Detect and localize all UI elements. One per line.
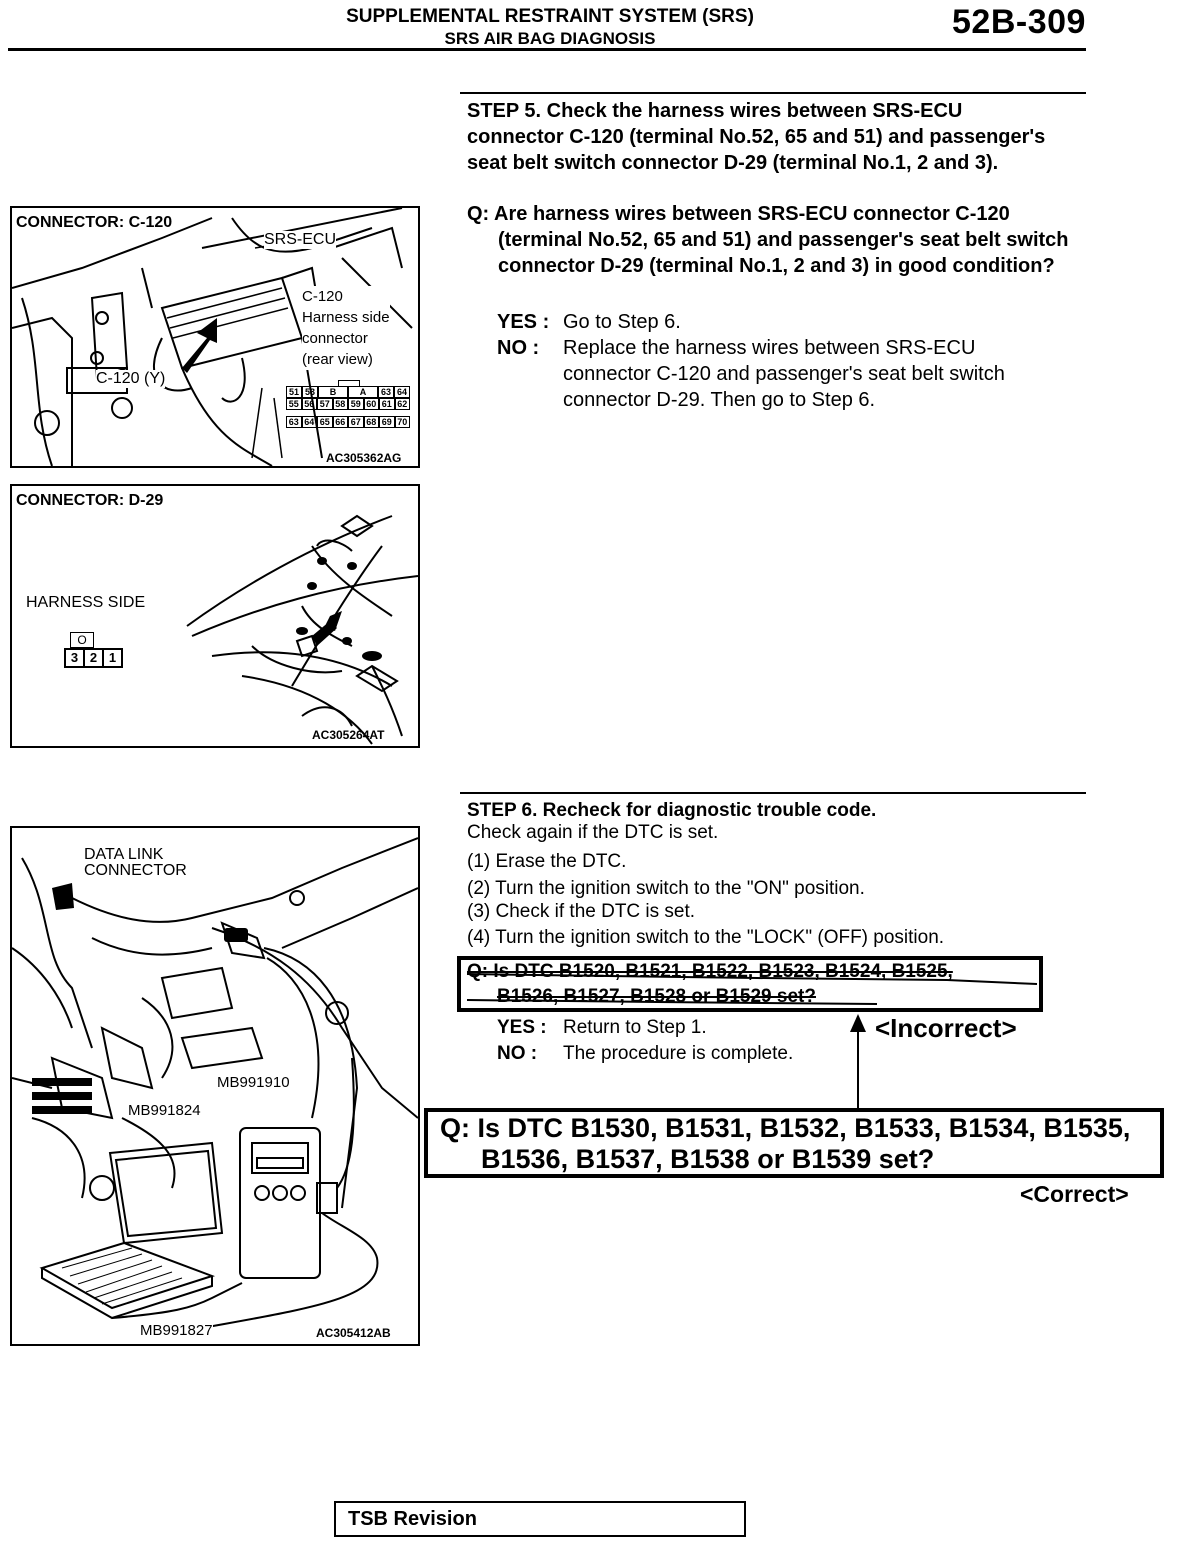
c120-pin: 59 bbox=[348, 398, 364, 410]
c120-pin: 56 bbox=[301, 398, 317, 410]
step5-question: Q: Are harness wires between SRS-ECU con… bbox=[467, 203, 1069, 277]
c120-pin: 69 bbox=[379, 416, 395, 428]
correct-question-line1: Q: Is DTC B1530, B1531, B1532, B1533, B1… bbox=[440, 1113, 1131, 1143]
figure-connector-d29: CONNECTOR: D-29 HARNESS SIDE O 3 2 1 AC3… bbox=[10, 484, 420, 748]
page-title: SUPPLEMENTAL RESTRAINT SYSTEM (SRS) bbox=[346, 6, 754, 27]
tsb-revision-label: TSB Revision bbox=[348, 1508, 477, 1530]
step5-no-label: NO : bbox=[497, 337, 540, 359]
c120-callout: C-120 Harness side connector (rear view) bbox=[302, 286, 390, 370]
page-number: 52B-309 bbox=[952, 3, 1086, 41]
d29-pin: 2 bbox=[84, 649, 103, 667]
c120-pin-key bbox=[338, 380, 360, 387]
page-subtitle: SRS AIR BAG DIAGNOSIS bbox=[444, 29, 656, 48]
step6-no-text: The procedure is complete. bbox=[563, 1043, 794, 1064]
step6-heading: STEP 6. Recheck for diagnostic trouble c… bbox=[467, 800, 877, 821]
c120y-label: C-120 (Y) bbox=[96, 370, 166, 388]
c120-pin: 64 bbox=[394, 386, 410, 398]
figure-data-link-connector: DATA LINK CONNECTOR MB991910 MB991824 MB… bbox=[10, 826, 420, 1346]
dlc-label-line2: CONNECTOR bbox=[84, 862, 187, 879]
step6-yes-text: Return to Step 1. bbox=[563, 1017, 707, 1038]
step6-intro: Check again if the DTC is set. bbox=[467, 822, 719, 843]
c120-pin: 67 bbox=[348, 416, 364, 428]
c120-pin: 62 bbox=[394, 398, 410, 410]
dlc-figure-code: AC305412AB bbox=[316, 1326, 391, 1340]
c120-pin: 63 bbox=[378, 386, 394, 398]
d29-harness-side-label: HARNESS SIDE bbox=[26, 594, 146, 611]
step6-yes-label: YES : bbox=[497, 1017, 547, 1038]
c120-pin: 66 bbox=[332, 416, 348, 428]
step5-yes-text: Go to Step 6. bbox=[563, 311, 681, 333]
d29-figure-code: AC305264AT bbox=[312, 728, 385, 742]
c120-figure-code: AC305362AG bbox=[326, 451, 402, 465]
c120-pin: 60 bbox=[363, 398, 379, 410]
step6-rule bbox=[460, 792, 1086, 794]
c120-pin: 65 bbox=[317, 416, 333, 428]
c120-pin: 55 bbox=[286, 398, 302, 410]
step5-rule bbox=[460, 92, 1086, 94]
c120-pin: 63 bbox=[286, 416, 302, 428]
step6-no-label: NO : bbox=[497, 1043, 538, 1064]
correct-label: <Correct> bbox=[1020, 1181, 1129, 1207]
incorrect-question-box bbox=[457, 956, 1043, 1012]
d29-illustration bbox=[186, 514, 418, 745]
c120-pin: B bbox=[318, 386, 348, 398]
step6-item-4: (4) Turn the ignition switch to the "LOC… bbox=[467, 927, 945, 948]
part-mb991910-label: MB991910 bbox=[217, 1074, 290, 1091]
c120-pin: 51 bbox=[286, 386, 302, 398]
d29-pin: 1 bbox=[103, 649, 122, 667]
c120-title: CONNECTOR: C-120 bbox=[16, 214, 173, 232]
incorrect-question-line1: Q: Is DTC B1520, B1521, B1522, B1523, B1… bbox=[467, 961, 953, 982]
c120-illustration bbox=[12, 208, 413, 466]
part-mb991824-label: MB991824 bbox=[128, 1102, 201, 1119]
d29-pin-key: O bbox=[70, 632, 94, 648]
dlc-label-line1: DATA LINK bbox=[84, 846, 164, 863]
c120-pin-row3: 63 64 65 66 67 68 69 70 bbox=[286, 416, 410, 428]
d29-title: CONNECTOR: D-29 bbox=[16, 492, 164, 509]
step5-no-text: Replace the harness wires between SRS-EC… bbox=[563, 337, 1005, 411]
figure-connector-c120: CONNECTOR: C-120 SRS-ECU C-120 Harness s… bbox=[10, 206, 420, 468]
header-rule bbox=[8, 48, 1086, 51]
d29-pin-row: 3 2 1 bbox=[64, 648, 123, 668]
correct-question-line2: B1536, B1537, B1538 or B1539 set? bbox=[481, 1144, 935, 1174]
c120-pin: 58 bbox=[332, 398, 348, 410]
c120-pin-diagram: 51 53 B A 63 64 55 56 57 58 59 60 61 62 … bbox=[286, 380, 410, 440]
c120-pin: 53 bbox=[302, 386, 318, 398]
dlc-illustration bbox=[12, 837, 418, 1329]
c120-pin-row2: 55 56 57 58 59 60 61 62 bbox=[286, 398, 410, 410]
c120-pin: 68 bbox=[363, 416, 379, 428]
c120-pin: 64 bbox=[301, 416, 317, 428]
c120-pin: 70 bbox=[394, 416, 410, 428]
step5-heading: STEP 5. Check the harness wires between … bbox=[467, 100, 1046, 174]
c120-pin: 61 bbox=[379, 398, 395, 410]
strike-through-mark bbox=[466, 973, 1038, 1005]
step6-item-1: (1) Erase the DTC. bbox=[467, 851, 627, 872]
c120-pin: 57 bbox=[317, 398, 333, 410]
c120-callout-line4: (rear view) bbox=[302, 351, 373, 368]
incorrect-label: <Incorrect> bbox=[875, 1013, 1017, 1043]
correct-question-box bbox=[424, 1108, 1164, 1178]
c120-pin: A bbox=[348, 386, 378, 398]
d29-pin: 3 bbox=[65, 649, 84, 667]
step6-item-2: (2) Turn the ignition switch to the "ON"… bbox=[467, 878, 865, 899]
step5-yes-label: YES : bbox=[497, 311, 550, 333]
step6-item-3: (3) Check if the DTC is set. bbox=[467, 901, 696, 922]
correction-arrow-icon bbox=[850, 1014, 866, 1112]
part-mb991827-label: MB991827 bbox=[140, 1322, 213, 1339]
c120-callout-line1: C-120 bbox=[302, 288, 343, 305]
c120-callout-line3: connector bbox=[302, 330, 368, 347]
tsb-revision-box: TSB Revision bbox=[334, 1501, 746, 1537]
c120-callout-line2: Harness side bbox=[302, 309, 390, 326]
srs-ecu-label: SRS-ECU bbox=[264, 231, 337, 249]
c120-pin-row1: 51 53 B A 63 64 bbox=[286, 386, 410, 398]
